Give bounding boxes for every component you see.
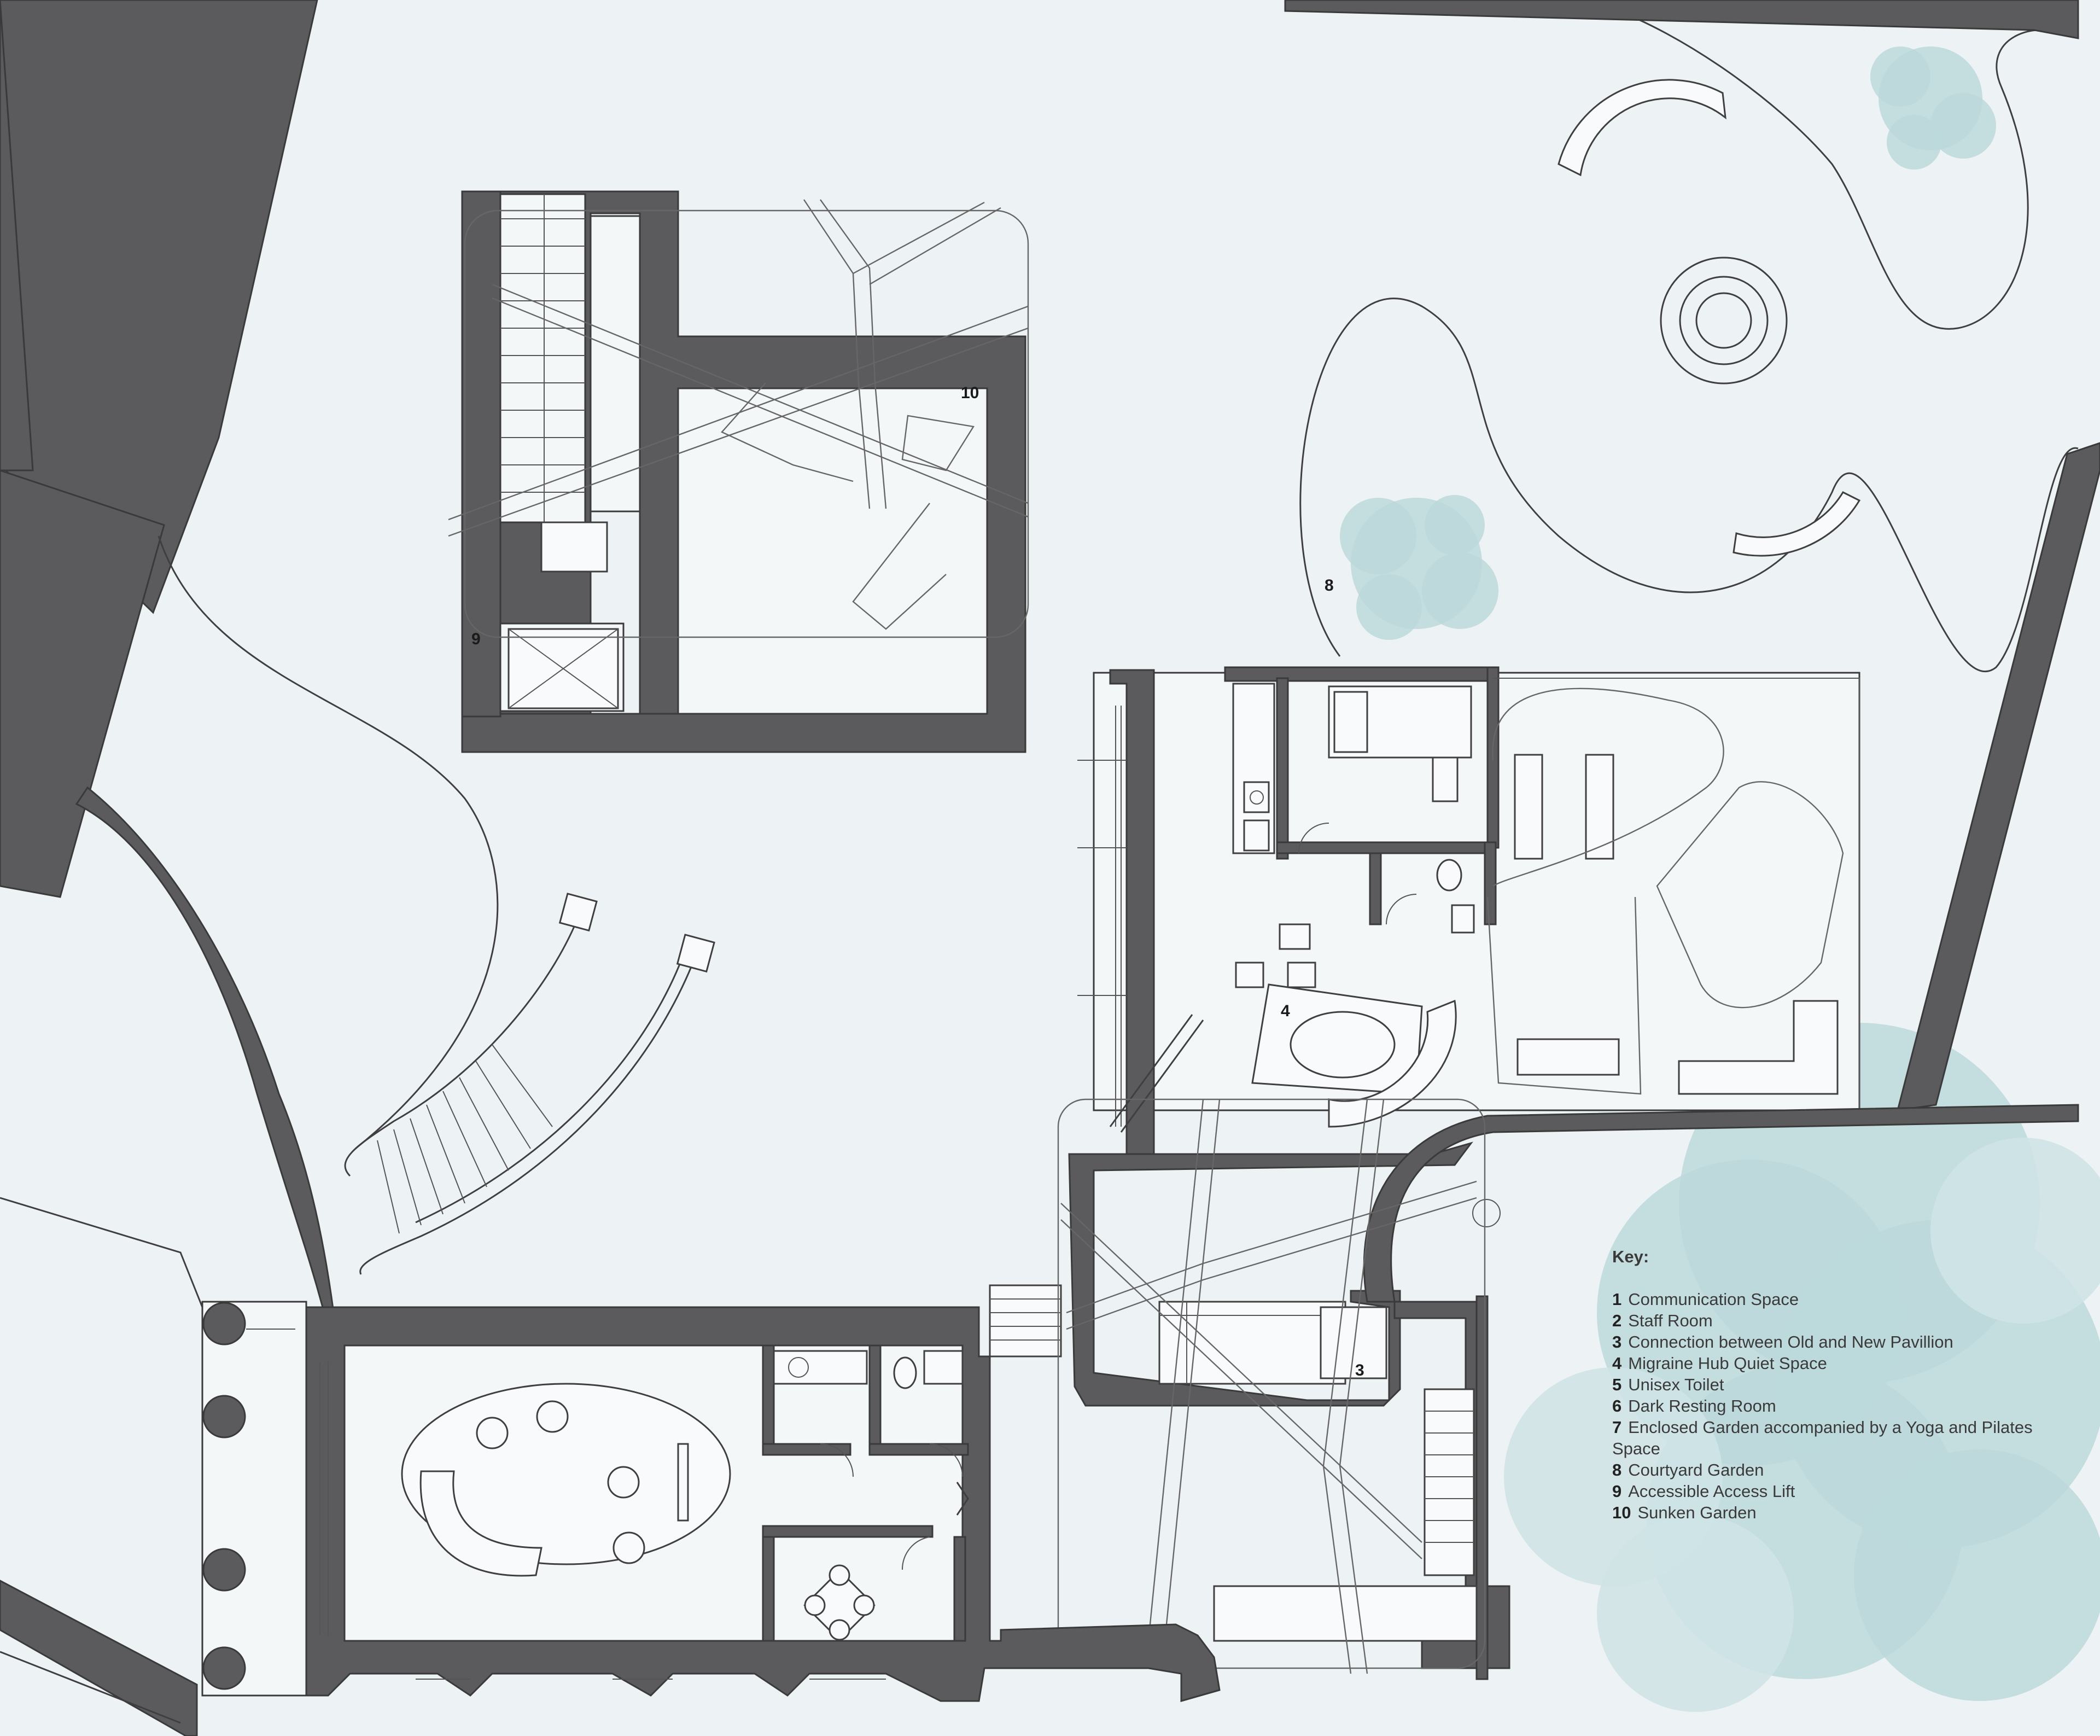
label-3: 3: [1355, 1361, 1364, 1379]
label-8: 8: [1325, 576, 1334, 595]
key-item-number: 4: [1612, 1354, 1622, 1373]
tree-canopy-enclosed-garden: [1504, 1023, 2100, 1712]
key-item: 9 Accessible Access Lift: [1612, 1481, 2066, 1502]
key-item: 3 Connection between Old and New Pavillio…: [1612, 1331, 2066, 1353]
key-item-label: Connection between Old and New Pavillion: [1628, 1332, 1953, 1351]
old-pavilion: [201, 1301, 1221, 1702]
tree-canopy-top-right: [1870, 46, 1996, 170]
label-4: 4: [1281, 1002, 1290, 1020]
key-item: 1 Communication Space: [1612, 1289, 2066, 1310]
migraine-hub-pavilion: [1077, 666, 1860, 1161]
foliage: [1340, 46, 2100, 1712]
key-item-label: Migraine Hub Quiet Space: [1628, 1354, 1827, 1373]
plan-number-labels: 10 9 8 4 3: [471, 384, 1364, 1379]
key-title: Key:: [1612, 1247, 1649, 1266]
key-item-number: 9: [1612, 1482, 1622, 1501]
key-item: 8 Courtyard Garden: [1612, 1459, 2066, 1481]
key-item: 5 Unisex Toilet: [1612, 1374, 2066, 1395]
key-item-number: 7: [1612, 1418, 1622, 1437]
key-item-label: Communication Space: [1628, 1290, 1799, 1309]
key-item: 6 Dark Resting Room: [1612, 1395, 2066, 1417]
key-item-number: 3: [1612, 1332, 1622, 1351]
key-item-label: Dark Resting Room: [1628, 1396, 1776, 1415]
key-item-number: 8: [1612, 1460, 1622, 1479]
key-item-number: 2: [1612, 1311, 1622, 1330]
key-item-number: 10: [1612, 1503, 1631, 1522]
key-item-label: Accessible Access Lift: [1628, 1482, 1795, 1501]
label-9: 9: [471, 630, 481, 648]
curved-staircase: [344, 893, 715, 1275]
label-10: 10: [961, 384, 979, 402]
key-item-label: Sunken Garden: [1637, 1503, 1757, 1522]
tree-canopy-courtyard: [1340, 495, 1498, 640]
accessible-lift: [508, 628, 619, 709]
key-item-label: Unisex Toilet: [1628, 1375, 1724, 1394]
key-item-label: Staff Room: [1628, 1311, 1713, 1330]
key-item-label: Enclosed Garden accompanied by a Yoga an…: [1612, 1418, 2033, 1458]
connection-pavilion: [989, 1098, 2079, 1680]
key-item-number: 5: [1612, 1375, 1622, 1394]
key-item: 2 Staff Room: [1612, 1310, 2066, 1331]
courtyard-garden-paths: [1299, 0, 2079, 673]
key-item: 10 Sunken Garden: [1612, 1502, 2066, 1523]
key-item-number: 6: [1612, 1396, 1622, 1415]
key-item-label: Courtyard Garden: [1628, 1460, 1764, 1479]
key-item: 4 Migraine Hub Quiet Space: [1612, 1353, 2066, 1374]
north-pavilion: [448, 190, 1029, 753]
key-item-number: 1: [1612, 1290, 1622, 1309]
